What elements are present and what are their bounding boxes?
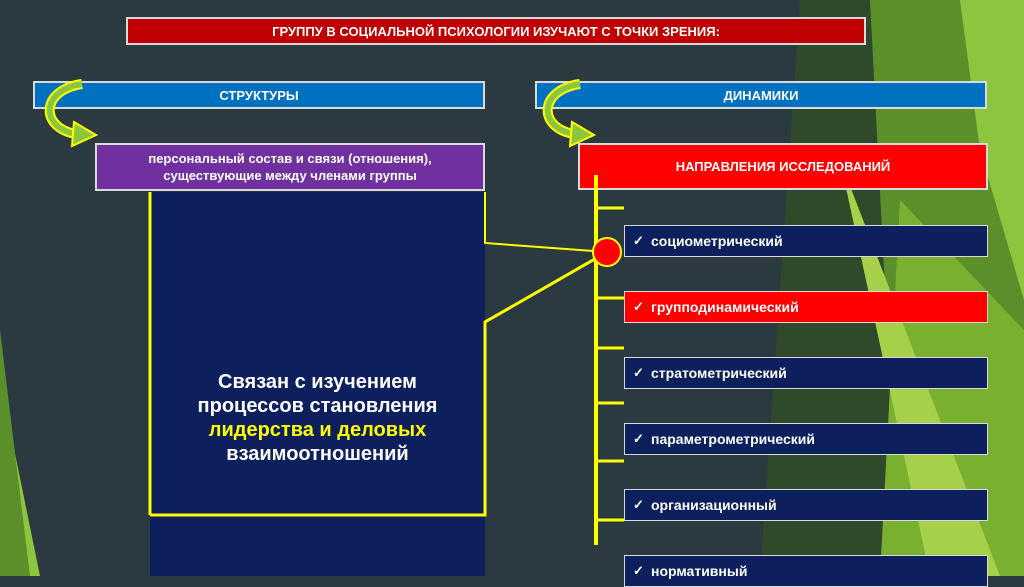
directions-header: НАПРАВЛЕНИЯ ИССЛЕДОВАНИЙ xyxy=(578,143,988,190)
callout-line3: лидерства и деловых xyxy=(208,419,427,441)
check-icon: ✓ xyxy=(633,299,644,314)
callout-line2: процессов становления xyxy=(197,395,438,417)
callout-text: Связан с изучением процессов становления… xyxy=(150,370,485,466)
direction-item-label: групподинамический xyxy=(651,299,799,315)
check-icon: ✓ xyxy=(633,233,644,248)
direction-item-label: стратометрический xyxy=(651,365,787,381)
direction-item-parametrometric[interactable]: ✓ параметрометрический xyxy=(624,423,988,455)
check-icon: ✓ xyxy=(633,497,644,512)
check-icon: ✓ xyxy=(633,365,644,380)
structure-definition-line2: существующие между членами группы xyxy=(163,168,417,183)
direction-item-normative[interactable]: ✓ нормативный xyxy=(624,555,988,587)
page-title: ГРУППУ В СОЦИАЛЬНОЙ ПСИХОЛОГИИ ИЗУЧАЮТ С… xyxy=(126,17,866,45)
check-icon: ✓ xyxy=(633,563,644,578)
callout-line4: взаимоотношений xyxy=(226,443,409,465)
direction-item-organizational[interactable]: ✓ организационный xyxy=(624,489,988,521)
green-shape-left-2 xyxy=(0,330,30,576)
direction-item-groupdynamic[interactable]: ✓ групподинамический xyxy=(624,291,988,323)
green-shape-right-2 xyxy=(960,0,1024,300)
direction-item-label: нормативный xyxy=(651,563,748,579)
check-icon: ✓ xyxy=(633,431,644,446)
direction-item-label: социометрический xyxy=(651,233,783,249)
structure-definition-line1: персональный состав и связи (отношения), xyxy=(148,151,432,166)
callout-line1: Связан с изучением xyxy=(218,371,417,393)
structure-definition: персональный состав и связи (отношения),… xyxy=(95,143,485,191)
direction-item-label: организационный xyxy=(651,497,777,513)
direction-item-sociometric[interactable]: ✓ социометрический xyxy=(624,225,988,257)
dynamics-header: ДИНАМИКИ xyxy=(535,81,987,109)
direction-item-stratometric[interactable]: ✓ стратометрический xyxy=(624,357,988,389)
structure-header: СТРУКТУРЫ xyxy=(33,81,485,109)
direction-item-label: параметрометрический xyxy=(651,431,816,447)
